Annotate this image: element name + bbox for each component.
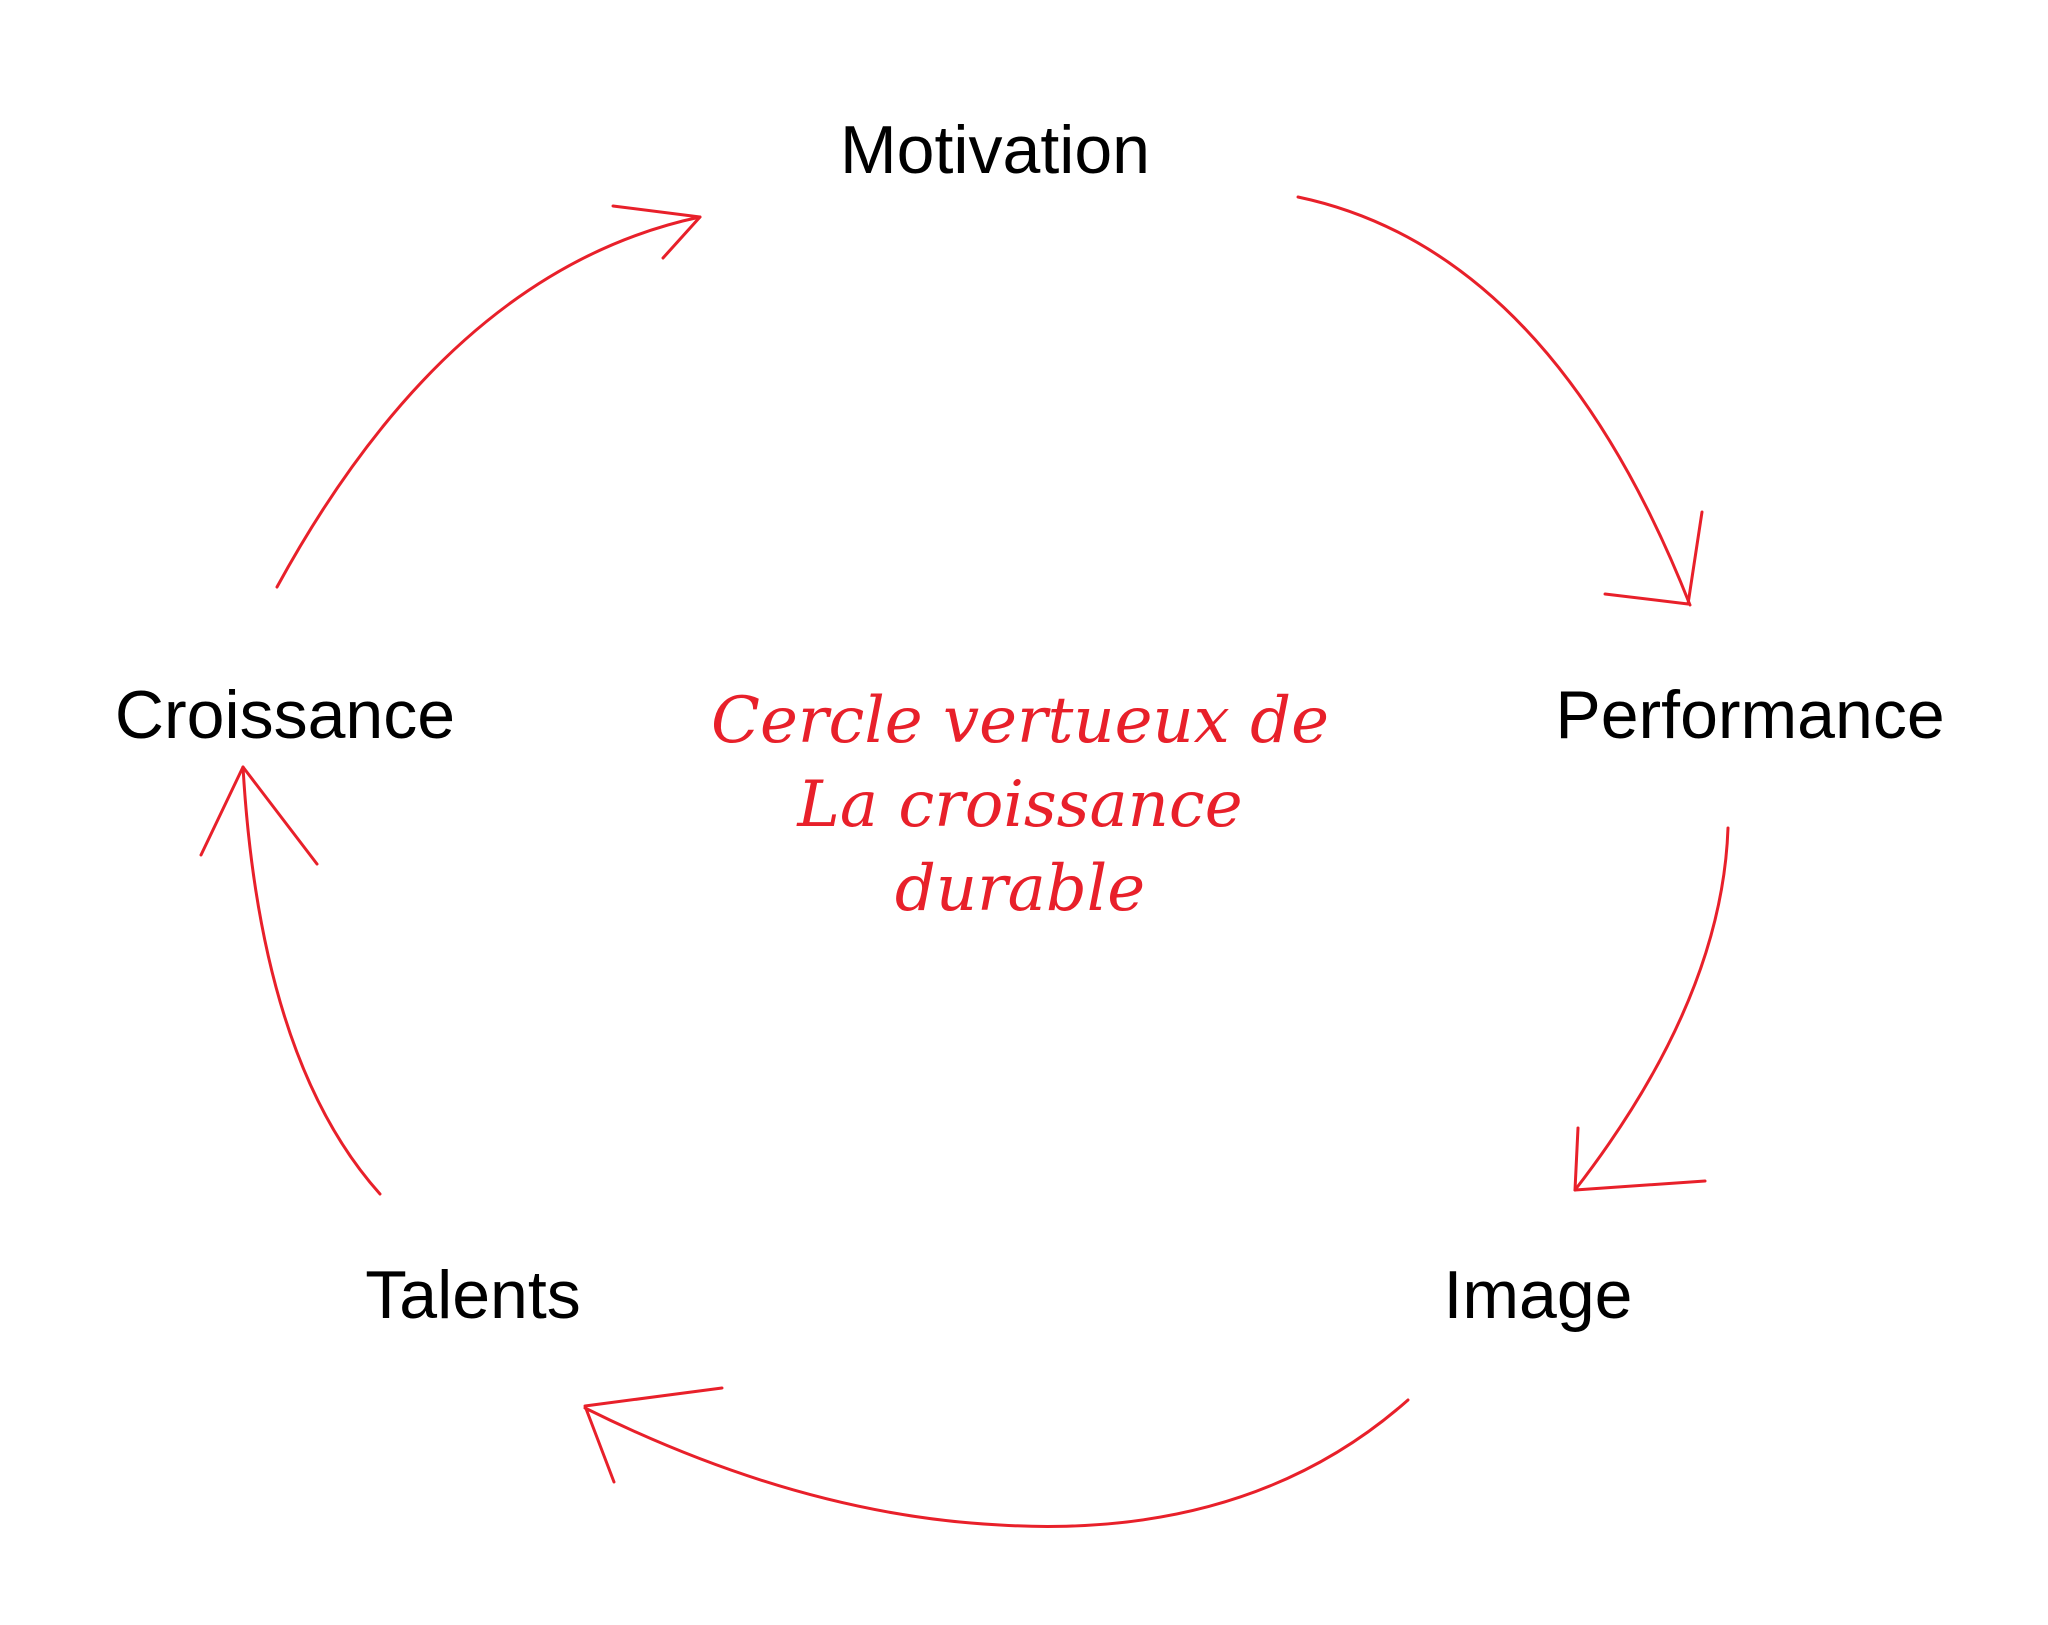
center-title-line-2: La croissance xyxy=(796,768,1242,842)
center-title-line-1: Cercle vertueux de xyxy=(711,684,1329,758)
node-croissance: Croissance xyxy=(115,677,455,753)
arrow-performance-to-image xyxy=(1573,826,1730,1192)
node-talents: Talents xyxy=(365,1257,580,1333)
arrow-croissance-to-motivation xyxy=(275,204,702,589)
node-motivation: Motivation xyxy=(840,112,1150,188)
center-title-line-3: durable xyxy=(895,852,1145,926)
arrow-image-to-talents xyxy=(583,1386,1410,1528)
node-performance: Performance xyxy=(1555,677,1944,753)
arrow-talents-to-croissance xyxy=(199,765,382,1196)
arrow-motivation-to-performance xyxy=(1296,195,1704,607)
node-image: Image xyxy=(1444,1257,1633,1333)
